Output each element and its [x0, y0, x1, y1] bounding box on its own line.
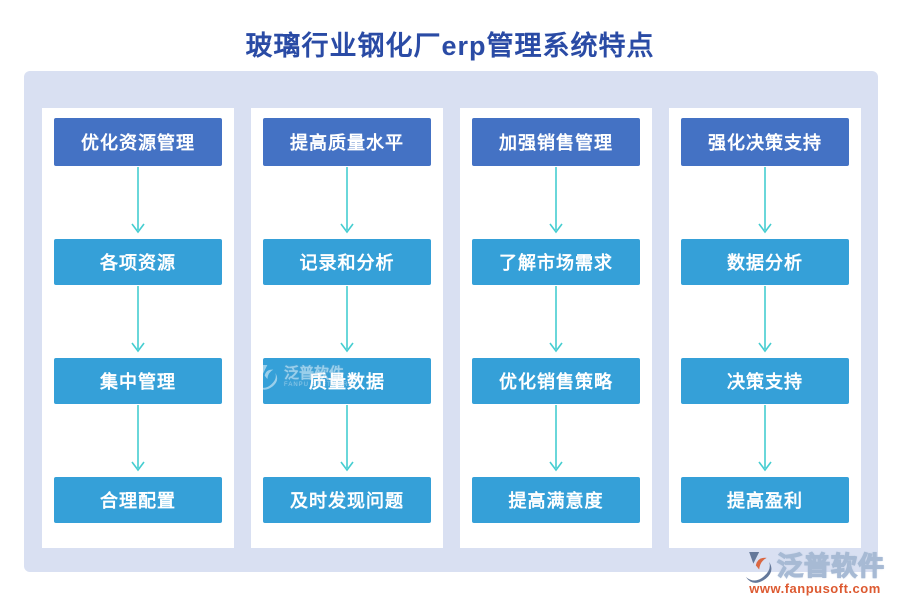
flow-box-step: 合理配置 [54, 477, 222, 523]
flow-box-header: 提高质量水平 [263, 118, 431, 166]
flow-column-quality: 提高质量水平 记录和分析 质量数据 及时发现问题 [251, 108, 443, 548]
flow-box-step: 提高盈利 [681, 477, 849, 523]
fanpu-logo-icon [745, 552, 772, 583]
flow-box-step: 及时发现问题 [263, 477, 431, 523]
flow-box-step: 质量数据 [263, 358, 431, 404]
down-arrow-icon [548, 166, 564, 239]
page-title: 玻璃行业钢化厂erp管理系统特点 [245, 31, 655, 61]
fanpu-logo: 泛普软件 www.fanpusoft.com [740, 546, 890, 596]
flow-box-header: 强化决策支持 [681, 118, 849, 166]
down-arrow-icon [757, 404, 773, 477]
flow-column-decision: 强化决策支持 数据分析 决策支持 提高盈利 [669, 108, 861, 548]
down-arrow-icon [548, 285, 564, 358]
flow-box-header: 加强销售管理 [472, 118, 640, 166]
logo-url: www.fanpusoft.com [749, 581, 881, 596]
down-arrow-icon [339, 404, 355, 477]
flow-box-step: 提高满意度 [472, 477, 640, 523]
down-arrow-icon [757, 166, 773, 239]
down-arrow-icon [339, 285, 355, 358]
flow-box-step: 记录和分析 [263, 239, 431, 285]
down-arrow-icon [130, 404, 146, 477]
down-arrow-icon [548, 404, 564, 477]
down-arrow-icon [130, 166, 146, 239]
diagram-panel: 优化资源管理 各项资源 集中管理 合理配置 提高质量水平 记录和分析 [24, 71, 878, 572]
down-arrow-icon [130, 285, 146, 358]
flow-box-step: 数据分析 [681, 239, 849, 285]
down-arrow-icon [757, 285, 773, 358]
flow-box-header: 优化资源管理 [54, 118, 222, 166]
down-arrow-icon [339, 166, 355, 239]
flow-box-step: 优化销售策略 [472, 358, 640, 404]
flow-box-step: 了解市场需求 [472, 239, 640, 285]
logo-name: 泛普软件 [776, 550, 885, 581]
flow-column-sales: 加强销售管理 了解市场需求 优化销售策略 提高满意度 [460, 108, 652, 548]
flow-box-step: 决策支持 [681, 358, 849, 404]
flow-box-step: 集中管理 [54, 358, 222, 404]
flow-column-resources: 优化资源管理 各项资源 集中管理 合理配置 [42, 108, 234, 548]
flow-box-step: 各项资源 [54, 239, 222, 285]
